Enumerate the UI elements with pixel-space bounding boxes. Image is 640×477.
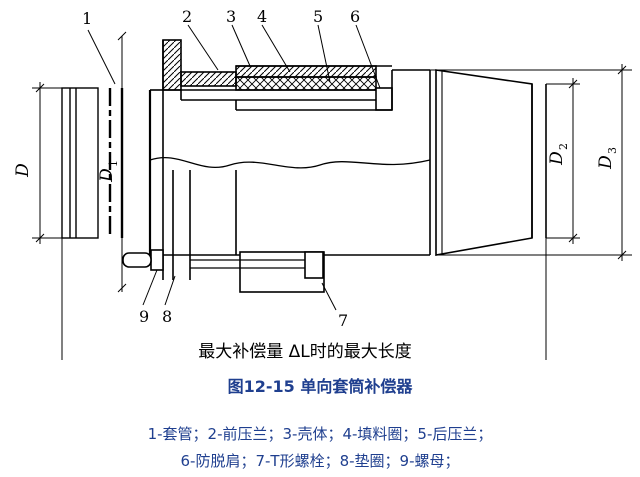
part-number-labels: 1 2 3 4 5 6 7 8 9	[82, 7, 360, 330]
part-label-9: 9	[139, 307, 149, 326]
part-label-5: 5	[313, 7, 323, 26]
overall-length-label: 最大补偿量 ΔL时的最大长度	[198, 342, 412, 360]
compensator-diagram: 1 2 3 4 5 6 7 8 9 D D 1 D 2 D 3 最大补偿量 ΔL…	[13, 7, 632, 360]
dim-label-d1: D	[97, 168, 117, 183]
part-label-1: 1	[82, 9, 92, 28]
part-label-8: 8	[162, 307, 172, 326]
dimension-lines	[32, 24, 632, 360]
part-label-6: 6	[350, 7, 360, 26]
part-label-7: 7	[338, 311, 348, 330]
sleeve-pipe-part	[61, 87, 124, 239]
dim-label-d2-sub: 2	[557, 143, 570, 150]
part-label-4: 4	[257, 7, 267, 26]
dim-label-d2: D	[547, 151, 567, 166]
dim-label-d: D	[13, 163, 33, 178]
part-label-2: 2	[182, 7, 192, 26]
part-label-3: 3	[226, 7, 236, 26]
dimension-labels: D D 1 D 2 D 3	[13, 143, 619, 183]
dim-label-d3: D	[596, 155, 616, 170]
dim-label-d1-sub: 1	[107, 160, 120, 167]
figure-title: 图12-15 单向套筒补偿器	[227, 377, 413, 396]
dim-label-d3-sub: 3	[606, 147, 619, 154]
legend-line-2: 6-防脱肩；7-T形螺栓；8-垫圈；9-螺母；	[180, 452, 460, 470]
legend-line-1: 1-套管；2-前压兰；3-壳体；4-填料圈；5-后压兰；	[147, 425, 493, 443]
housing-body	[122, 39, 431, 293]
reducer-part	[435, 69, 547, 256]
